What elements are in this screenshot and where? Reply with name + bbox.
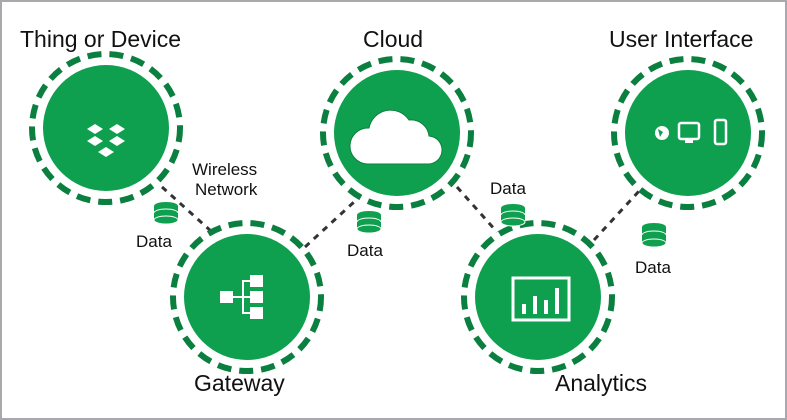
node-title-user-interface: User Interface [609,26,754,52]
node-thing-or-device [29,51,183,205]
node-analytics [461,220,615,374]
node-gateway [170,220,324,374]
wireless-network-label-line2: Network [195,180,258,199]
node-title-cloud: Cloud [363,26,424,52]
node-user-interface [611,56,765,210]
hierarchy-icon [220,275,263,319]
connector-cloud-analytics [455,186,499,233]
database-icon [356,211,382,234]
dropbox-boxes-icon [87,124,125,157]
wireless-network-label-line1: Wireless [192,160,258,179]
devices-icon [655,118,728,146]
data-label-analytics-ui: Data [635,258,671,277]
bar-chart-icon [511,276,571,322]
node-title-thing-or-device: Thing or Device [20,26,182,52]
monitor-icon [677,121,701,141]
node-cloud [320,56,474,210]
database-icon [641,223,667,248]
node-title-analytics: Analytics [555,370,648,396]
data-label-thing-gateway: Data [136,232,172,251]
database-icon [153,202,179,225]
data-label-gateway-cloud: Data [347,241,383,260]
cloud-icon [349,109,443,165]
phone-icon [713,118,728,146]
connector-analytics-ui [592,188,642,242]
data-label-cloud-analytics: Data [490,179,526,198]
node-title-gateway: Gateway [194,370,285,396]
database-icon [500,204,526,227]
